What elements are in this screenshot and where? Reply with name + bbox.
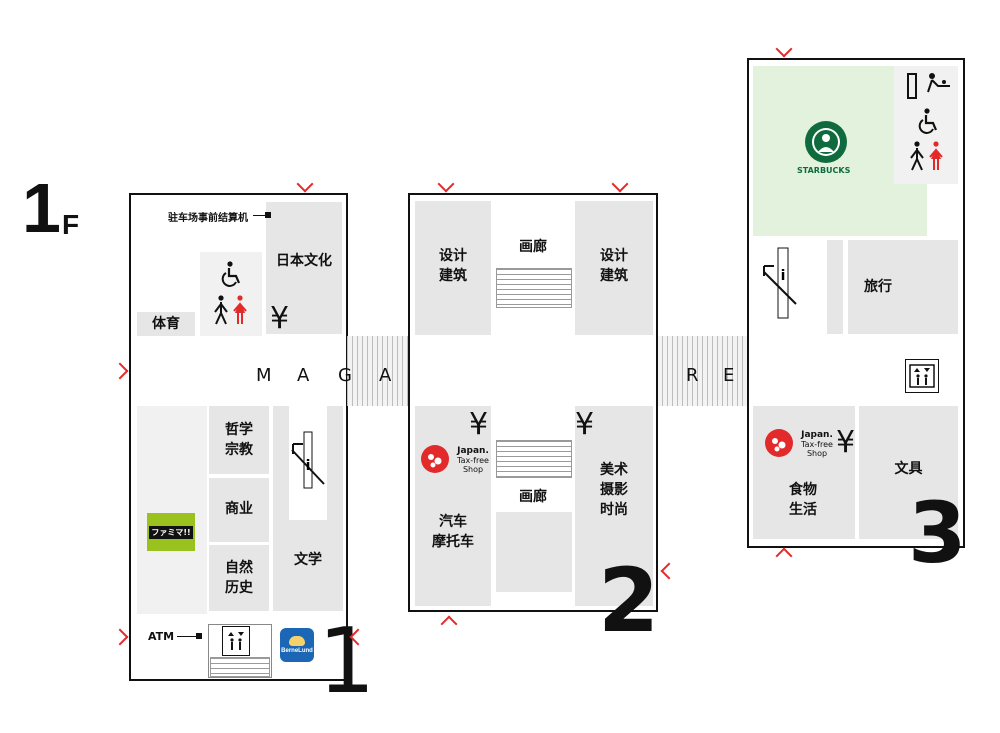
stairs-2-bottom xyxy=(496,440,572,478)
svg-text:i: i xyxy=(781,268,786,284)
mens-restroom-icon xyxy=(212,294,230,326)
familymart-logo-text: ファミマ!! xyxy=(149,525,193,539)
womens-restroom-icon xyxy=(231,294,249,326)
entrance-arrow[interactable] xyxy=(296,175,314,193)
entrance-arrow[interactable] xyxy=(111,628,129,646)
room-nature-history-label: 自然 历史 xyxy=(225,560,253,596)
starbucks-text: STARBUCKS xyxy=(797,166,851,175)
entrance-arrow[interactable] xyxy=(437,175,455,193)
currency-exchange-icon-2a: ¥ xyxy=(469,407,489,442)
building-3-number: 3 xyxy=(908,484,967,582)
room-gallery-bottom[interactable] xyxy=(496,512,572,592)
building-1-number: 1 xyxy=(318,609,376,714)
room-stationery[interactable] xyxy=(859,406,958,539)
room-art-photo-fashion-label: 美术 摄影 时尚 xyxy=(600,462,628,518)
tax-free-label-3: Japan. Tax-free Shop xyxy=(796,430,838,459)
street-letter: M xyxy=(256,365,272,386)
currency-exchange-icon-1: ¥ xyxy=(270,301,290,336)
street-letter: A xyxy=(297,365,310,386)
room-design-arch-left[interactable] xyxy=(415,201,491,335)
room-business-label: 商业 xyxy=(225,501,253,517)
room-auto-moto[interactable] xyxy=(415,406,491,606)
currency-exchange-icon-2b: ¥ xyxy=(575,407,595,442)
room-philosophy-label: 哲学 宗教 xyxy=(225,422,253,458)
room-sports[interactable] xyxy=(137,312,195,336)
entrance-arrow[interactable] xyxy=(611,175,629,193)
tax-free-line3: Shop xyxy=(462,465,484,474)
room-philosophy[interactable] xyxy=(209,406,269,474)
room-japan-culture-label: 日本文化 xyxy=(276,253,332,269)
starbucks-logo[interactable] xyxy=(804,120,848,164)
bernelund-logo-text: BerneLund xyxy=(281,648,313,654)
womens-restroom-icon-3 xyxy=(927,140,945,172)
room-auto-moto-label: 汽车 摩托车 xyxy=(432,514,474,550)
crosswalk-1 xyxy=(347,336,408,406)
elevator-shaft-1 xyxy=(222,626,250,656)
room-japan-culture[interactable] xyxy=(266,202,342,334)
room-sports-label: 体育 xyxy=(152,316,180,332)
street-letter: E xyxy=(723,365,735,386)
street-letter: A xyxy=(379,365,392,386)
room-design-arch-right[interactable] xyxy=(575,201,653,335)
crosswalk-2 xyxy=(657,336,747,406)
tax-free-line2: Tax-free xyxy=(801,440,833,449)
atm-pointer-dot xyxy=(196,633,202,639)
svg-text:i: i xyxy=(306,458,311,474)
room-food-life-label: 食物 生活 xyxy=(789,482,817,518)
entrance-arrow[interactable] xyxy=(440,615,458,633)
currency-exchange-icon-3: ¥ xyxy=(836,425,856,460)
floor-number: 1 xyxy=(22,169,61,247)
room-design-arch-left-label: 设计 建筑 xyxy=(439,248,467,284)
room-travel[interactable] xyxy=(848,240,958,334)
tax-free-sakura-icon-2 xyxy=(418,444,452,474)
room-business[interactable] xyxy=(209,478,269,542)
entrance-arrow[interactable] xyxy=(660,562,678,580)
room-design-arch-right-label: 设计 建筑 xyxy=(600,248,628,284)
parking-payment-label: 驻车场事前结算机 xyxy=(168,213,248,224)
familymart-logo[interactable]: ファミマ!! xyxy=(147,513,195,551)
street-letter: G xyxy=(338,365,352,386)
building-2-number: 2 xyxy=(598,549,660,652)
room-stationery-label: 文具 xyxy=(894,461,923,477)
room-travel-strip xyxy=(827,240,843,334)
tax-free-line1: Japan. xyxy=(801,430,833,440)
street-letter: R xyxy=(686,365,699,386)
atm-pointer-line xyxy=(177,636,197,637)
mens-restroom-icon-3 xyxy=(908,140,926,172)
bernelund-logo[interactable]: BerneLund xyxy=(280,628,314,662)
bernelund-face-icon xyxy=(289,636,305,646)
tax-free-line3: Shop xyxy=(806,449,828,458)
stairs-1 xyxy=(210,657,270,677)
elevator-icon-3[interactable] xyxy=(905,359,939,393)
elevator-icon-1 xyxy=(224,628,248,654)
stairs-2-top xyxy=(496,268,572,308)
room-literature-label: 文学 xyxy=(294,552,322,568)
baby-changing-icon xyxy=(906,70,952,100)
wheelchair-icon xyxy=(218,260,244,288)
parking-pointer-dot xyxy=(265,212,271,218)
gallery-top-label: 画廊 xyxy=(519,239,547,255)
escalator-area-1 xyxy=(289,406,327,520)
room-travel-label: 旅行 xyxy=(864,279,892,295)
tax-free-line1: Japan. xyxy=(457,446,489,456)
gallery-bottom-label: 画廊 xyxy=(519,489,547,505)
tax-free-line2: Tax-free xyxy=(457,456,489,465)
tax-free-label-2: Japan. Tax-free Shop xyxy=(452,446,494,475)
room-nature-history[interactable] xyxy=(209,545,269,611)
escalator-icon-3[interactable]: i xyxy=(760,246,800,320)
building-1-open-area xyxy=(137,406,207,614)
escalator-icon-1[interactable]: i xyxy=(290,430,326,490)
room-food-life[interactable] xyxy=(753,406,855,539)
atm-label: ATM xyxy=(148,630,175,643)
entrance-arrow[interactable] xyxy=(775,547,793,565)
wheelchair-icon-3 xyxy=(914,106,942,136)
room-art-photo-fashion[interactable] xyxy=(575,406,653,606)
entrance-arrow[interactable] xyxy=(775,40,793,58)
floor-suffix: F xyxy=(62,209,80,240)
tax-free-sakura-icon-3 xyxy=(762,428,796,458)
parking-pointer-line xyxy=(253,215,267,216)
